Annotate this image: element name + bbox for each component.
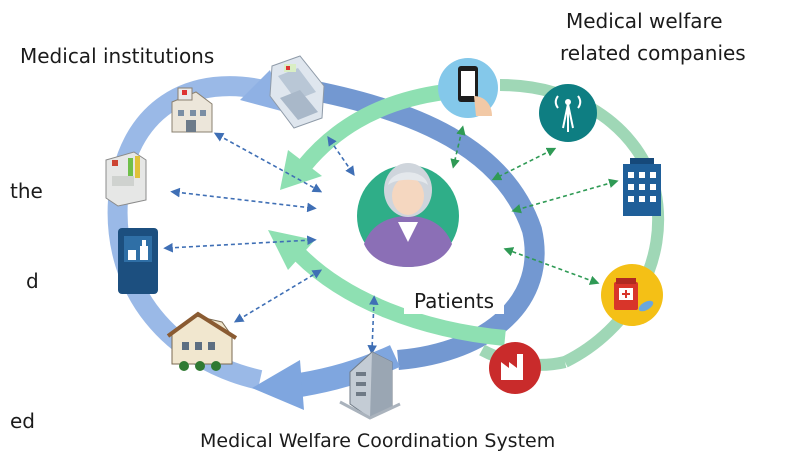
nursing-home-icon (166, 311, 238, 371)
medicine-icon (601, 264, 663, 326)
radio-tower-icon (539, 84, 597, 142)
company-building-icon (623, 158, 661, 216)
institutions-label: Medical institutions (20, 44, 215, 68)
smartphone-icon (438, 58, 498, 118)
clinic-sign-icon (118, 228, 158, 294)
patients-label: Patients (404, 288, 505, 314)
clipped-text-1: the (10, 179, 43, 203)
coordination-building-icon (339, 351, 401, 420)
institution-connectors (163, 132, 379, 355)
company-connectors (450, 125, 619, 285)
factory-icon (489, 342, 541, 394)
companies-label-line2: related companies (560, 41, 746, 65)
clipped-text-2: d (26, 269, 39, 293)
lab-tubes-icon (105, 151, 147, 207)
office-building-icon (269, 55, 325, 129)
patient-avatar-icon (357, 163, 459, 267)
clipped-text-3: ed (10, 409, 35, 433)
system-label: Medical Welfare Coordination System (200, 430, 556, 452)
hospital-building-icon (171, 87, 213, 133)
companies-label-line1: Medical welfare (566, 9, 723, 33)
